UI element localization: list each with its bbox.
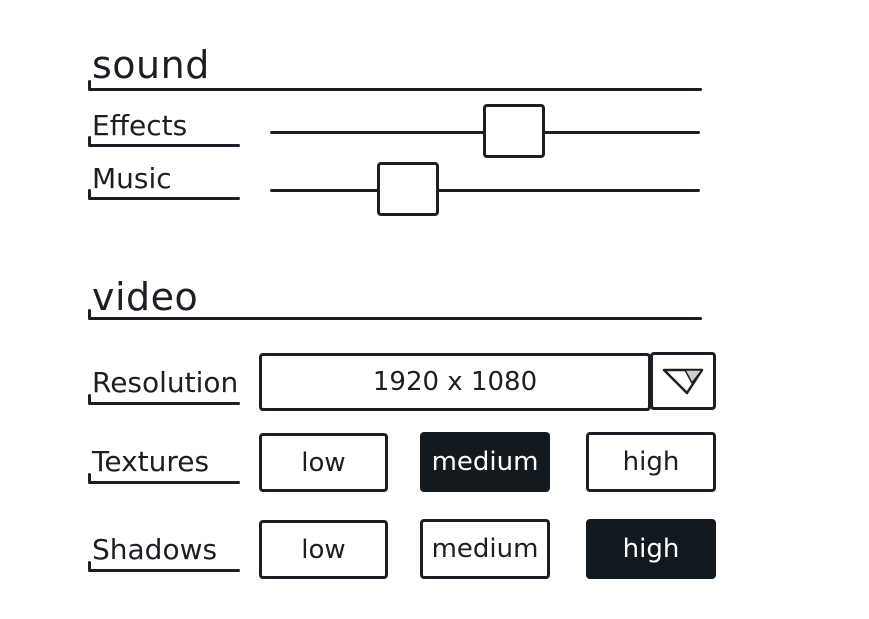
sound-underline-tick	[88, 80, 91, 90]
sound-heading: sound	[92, 43, 210, 87]
music-underline-tick	[88, 189, 91, 199]
shadows-option-low[interactable]: low	[259, 520, 388, 579]
textures-option-low-label: low	[301, 447, 346, 478]
resolution-select[interactable]: 1920 x 1080	[259, 353, 651, 411]
shadows-option-high[interactable]: high	[586, 519, 716, 579]
textures-option-high[interactable]: high	[586, 432, 716, 492]
shadows-option-medium-label: medium	[431, 534, 539, 564]
shadows-underline-tick	[88, 561, 91, 571]
textures-label: Textures	[92, 445, 210, 478]
textures-option-high-label: high	[622, 447, 680, 477]
resolution-label-underline	[88, 402, 240, 405]
textures-label-underline	[88, 481, 240, 484]
textures-option-medium-label: medium	[431, 447, 539, 477]
resolution-label: Resolution	[92, 366, 239, 399]
effects-underline-tick	[88, 136, 91, 146]
effects-label: Effects	[92, 109, 188, 142]
textures-option-medium[interactable]: medium	[420, 432, 550, 492]
triangle-down-icon	[662, 368, 704, 395]
video-heading-underline	[88, 317, 702, 320]
music-label: Music	[92, 162, 172, 195]
music-slider-track[interactable]	[270, 189, 700, 192]
textures-option-low[interactable]: low	[259, 433, 388, 492]
sound-heading-underline	[88, 88, 702, 91]
music-label-underline	[88, 197, 240, 200]
resolution-underline-tick	[88, 394, 91, 404]
shadows-option-high-label: high	[622, 534, 680, 564]
shadows-label: Shadows	[92, 533, 218, 566]
resolution-value: 1920 x 1080	[372, 367, 538, 397]
music-slider-thumb[interactable]	[376, 162, 439, 216]
effects-label-underline	[88, 144, 240, 147]
resolution-dropdown-button[interactable]	[650, 352, 716, 410]
shadows-option-low-label: low	[301, 534, 346, 565]
video-heading: video	[92, 275, 199, 319]
effects-slider-thumb[interactable]	[483, 104, 546, 158]
video-underline-tick	[88, 309, 91, 319]
shadows-label-underline	[88, 569, 240, 572]
shadows-option-medium[interactable]: medium	[420, 519, 550, 579]
textures-underline-tick	[88, 473, 91, 483]
